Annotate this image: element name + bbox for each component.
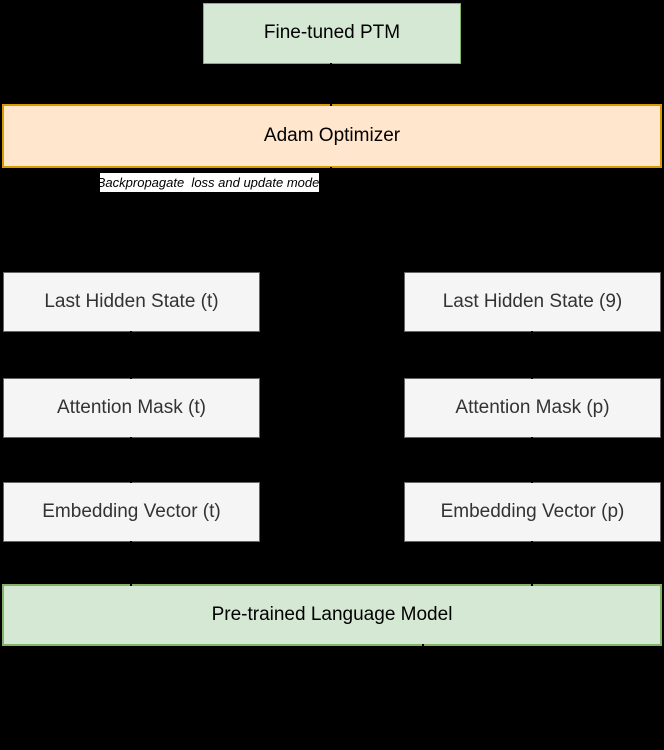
connector-left-mask-to-embedding [130,437,132,483]
node-last-hidden-state-t: Last Hidden State (t) [3,272,260,332]
connector-plm-bottom [422,644,424,664]
node-pretrained-language-model: Pre-trained Language Model [2,584,662,646]
connector-right-hidden-to-mask [531,331,533,379]
node-embedding-vector-p: Embedding Vector (p) [404,482,661,542]
node-attention-mask-p: Attention Mask (p) [404,378,661,438]
connector-left-embedding-to-plm [130,541,132,586]
connector-right-mask-to-embedding [531,437,533,483]
node-last-hidden-state-p: Last Hidden State (9) [404,272,661,332]
node-attention-mask-t: Attention Mask (t) [3,378,260,438]
node-fine-tuned-ptm: Fine-tuned PTM [203,3,461,64]
node-embedding-vector-t: Embedding Vector (t) [3,482,260,542]
connector-left-hidden-to-mask [130,331,132,379]
connector-finetuned-to-adam [330,63,332,106]
connector-right-embedding-to-plm [531,541,533,586]
backpropagate-note: Backpropagate loss and update model [96,173,323,192]
connector-adam-down [330,167,332,273]
node-adam-optimizer: Adam Optimizer [2,104,662,168]
